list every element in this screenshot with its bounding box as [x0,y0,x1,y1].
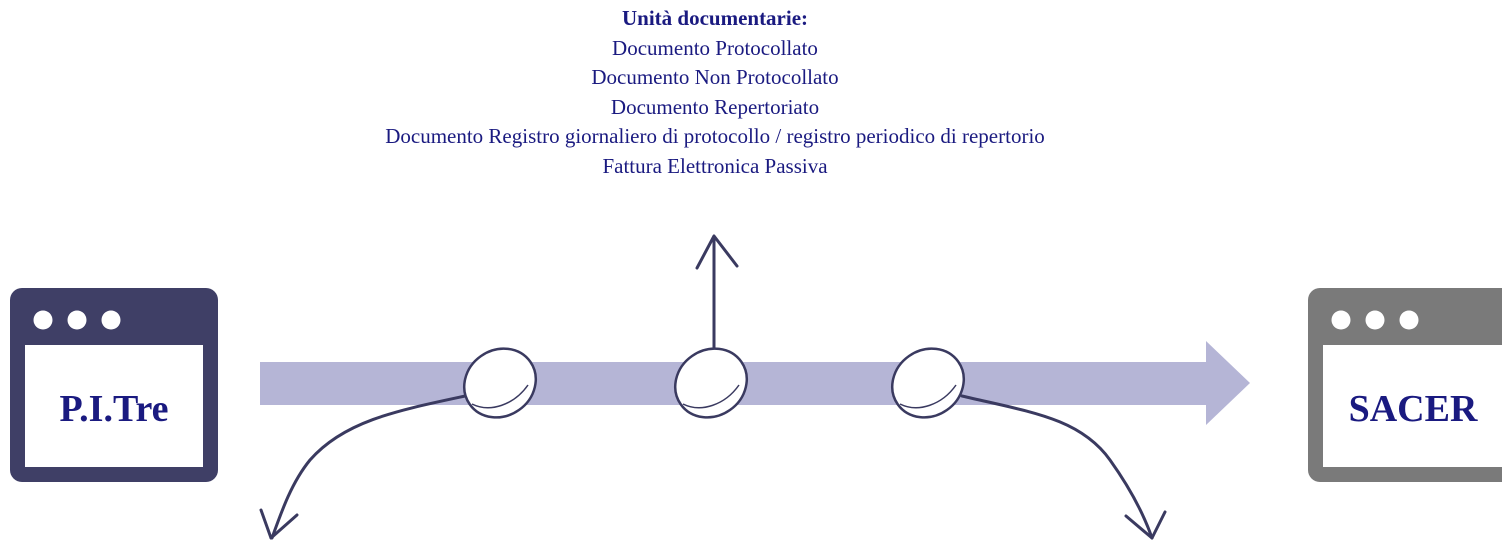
right-curved-arrow-head [1124,510,1167,540]
source-window-content [25,345,203,467]
window-dot-icon [1331,310,1351,330]
document-type-item: Fattura Elettronica Passiva [602,153,828,178]
flow-node-edge [471,384,529,409]
document-type-item: Documento Non Protocollato [591,65,839,89]
document-type-item: Documento Registro giornaliero di protoc… [385,124,1045,148]
left-curved-arrow-shaft [270,393,472,540]
window-dot-icon [67,310,87,330]
right-curved-arrow-shaft [960,394,1154,540]
target-window-content [1323,345,1502,467]
flow-node-edge [899,384,957,409]
target-system-label: SACER [1349,388,1478,430]
document-type-item: Documento Repertoriato [610,94,820,119]
flow-band-arrow [260,341,1250,425]
window-dot-icon [33,310,53,330]
left-curved-arrow-head [259,508,299,540]
window-dot-icon [1399,310,1419,330]
document-types-block: Unità documentarie: Documento Protocolla… [0,4,1430,181]
left-curved-arrow [259,393,472,540]
right-curved-arrow [960,394,1167,540]
flow-node-shape [891,347,965,419]
flow-node-shape [674,347,748,419]
window-dot-icon [101,310,121,330]
document-types-title: Unità documentarie: [621,6,809,30]
flow-node [674,347,748,419]
window-dot-icon [1365,310,1385,330]
source-system-window: P.I.Tre [10,288,218,482]
document-type-item: Documento Protocollato [612,35,818,60]
flow-node-shape [463,347,537,419]
flow-node [891,347,965,419]
up-arrow [695,234,739,352]
up-arrow-head [695,234,739,270]
source-system-label: P.I.Tre [59,388,168,430]
flow-node-edge [682,384,740,409]
flow-node [463,347,537,419]
target-system-window: SACER [1308,288,1502,482]
